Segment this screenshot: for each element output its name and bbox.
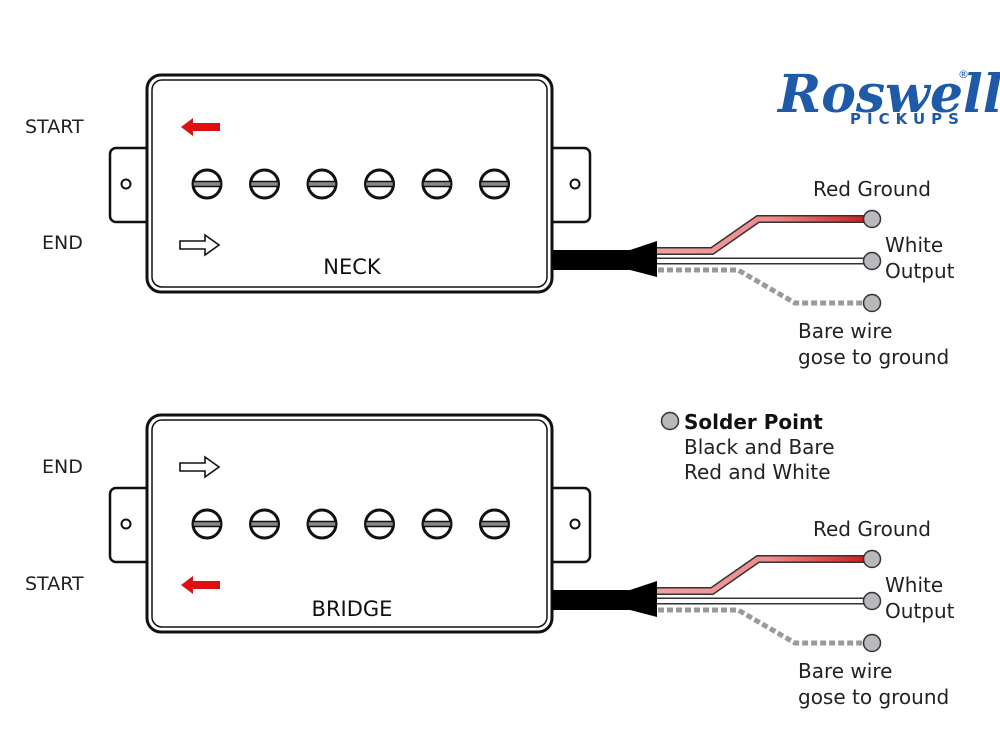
bridge-pickup-name: BRIDGE xyxy=(312,597,393,621)
legend-title: Solder Point xyxy=(684,410,823,434)
bare-wire xyxy=(658,267,865,306)
red-ground-solder-point xyxy=(862,549,882,569)
red-ground-solder-point xyxy=(862,209,882,229)
pole-piece-screw xyxy=(249,508,280,540)
neck-red-ground-label: Red Ground xyxy=(813,177,931,201)
bridge-output-label: Output xyxy=(885,599,955,623)
pole-piece-screw xyxy=(191,508,223,540)
neck-top-label: START xyxy=(25,116,84,138)
black-cable-jacket xyxy=(552,590,632,610)
red-wire-outline xyxy=(657,215,865,255)
brand-name: Roswell xyxy=(776,64,1000,125)
pickup-cable xyxy=(552,209,882,313)
bridge-white-label: White xyxy=(885,573,943,597)
pickup-cover-inner xyxy=(151,79,548,288)
bridge-bare-wire-label: Bare wire xyxy=(798,659,892,683)
neck-white-label: White xyxy=(885,233,943,257)
pickup-cable xyxy=(552,549,882,653)
red-left-arrow-icon xyxy=(181,118,220,136)
bridge-red-ground-label: Red Ground xyxy=(813,517,931,541)
bridge-pickup xyxy=(108,413,882,653)
pole-piece-screw xyxy=(479,508,510,540)
pole-piece-screw xyxy=(479,168,510,200)
pickup-cover-inner xyxy=(151,419,548,628)
pole-piece-screw xyxy=(191,168,223,200)
brand-logo: Roswell ® PICKUPS xyxy=(776,64,1000,128)
neck-output-label: Output xyxy=(885,259,955,283)
white-output-solder-point xyxy=(862,251,882,271)
neck-pickup xyxy=(108,73,882,313)
neck-bottom-label: END xyxy=(42,232,83,254)
legend-line-2: Red and White xyxy=(684,460,831,484)
bridge-bottom-label: START xyxy=(25,573,84,595)
solder-point-icon xyxy=(660,411,680,431)
bare-wire-solder-point xyxy=(862,633,882,653)
cable-end-sleeve xyxy=(630,241,657,277)
right-screw-hole xyxy=(569,518,581,530)
red-wire-outline xyxy=(657,555,865,595)
pole-piece-screw xyxy=(364,168,395,200)
pickup-cover-outer xyxy=(145,73,554,294)
pole-piece-screw xyxy=(306,508,338,540)
bare-wire xyxy=(658,607,865,646)
pole-piece-screw xyxy=(306,168,338,200)
red-wire xyxy=(657,216,865,254)
bare-wire-solder-point xyxy=(862,293,882,313)
pole-piece-screw xyxy=(364,508,395,540)
red-wire xyxy=(657,556,865,594)
black-cable-jacket xyxy=(552,250,632,270)
registered-mark: ® xyxy=(958,68,969,81)
pole-piece-screw xyxy=(421,168,453,200)
white-output-solder-point xyxy=(862,591,882,611)
solder-point-legend: Solder Point Black and Bare Red and Whit… xyxy=(660,410,835,484)
neck-bare-wire-label: Bare wire xyxy=(798,319,892,343)
neck-bare-ground-label: gose to ground xyxy=(798,345,949,369)
pickup-cover-outer xyxy=(145,413,554,634)
left-screw-hole xyxy=(120,518,132,530)
left-screw-hole xyxy=(120,178,132,190)
bridge-bare-ground-label: gose to ground xyxy=(798,685,949,709)
red-left-arrow-icon xyxy=(181,576,220,594)
brand-subtitle: PICKUPS xyxy=(850,110,965,128)
neck-pickup-name: NECK xyxy=(323,255,382,279)
outline-right-arrow-icon xyxy=(179,233,221,257)
cable-end-sleeve xyxy=(630,581,657,617)
bridge-top-label: END xyxy=(42,456,83,478)
outline-right-arrow-icon xyxy=(179,455,221,479)
legend-line-1: Black and Bare xyxy=(684,435,835,459)
pole-piece-screw xyxy=(249,168,280,200)
right-screw-hole xyxy=(569,178,581,190)
pole-piece-screw xyxy=(421,508,453,540)
